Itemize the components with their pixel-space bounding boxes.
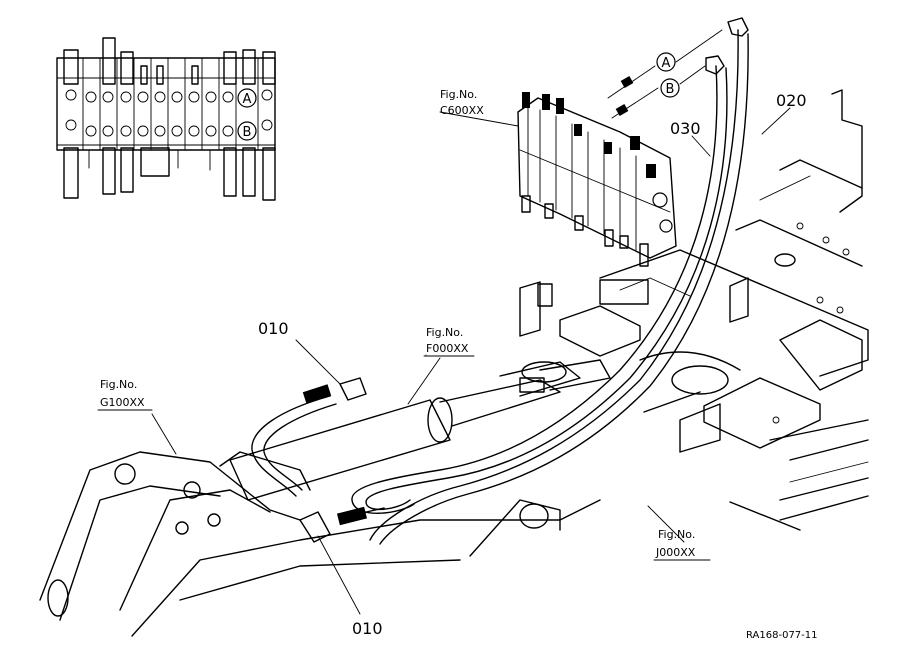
inset-port-a-label: A xyxy=(243,92,252,107)
callout-010-bottom: 010 xyxy=(352,619,383,638)
frame-structure xyxy=(519,89,869,531)
fig-ref-c600-line2: C600XX xyxy=(440,104,484,117)
hose-port-a-label: A xyxy=(662,56,671,71)
fig-ref-g100-line2: G100XX xyxy=(100,396,145,409)
boom-structure xyxy=(39,451,601,637)
hose-020 xyxy=(369,29,749,545)
hose-030 xyxy=(351,65,728,514)
fig-ref-f000: Fig.No. F000XX xyxy=(423,326,475,357)
fig-ref-f000-line2: F000XX xyxy=(426,342,469,355)
control-valve-assembly xyxy=(517,92,677,267)
callout-020: 020 xyxy=(776,91,807,110)
fig-ref-c600: Fig.No. C600XX xyxy=(440,88,484,117)
control-valve-inset: A B xyxy=(56,37,276,201)
fig-ref-g100-line1: Fig.No. xyxy=(100,378,137,391)
fig-ref-j000-line1: Fig.No. xyxy=(658,528,695,541)
hose-port-b-marker: B xyxy=(660,78,680,98)
inset-port-a-marker: A xyxy=(237,88,257,108)
fig-ref-f000-line1: Fig.No. xyxy=(426,326,463,339)
inset-port-b-label: B xyxy=(243,125,252,140)
hydraulic-cylinder xyxy=(229,359,611,501)
callout-030: 030 xyxy=(670,119,701,138)
leader-lines xyxy=(151,107,791,615)
inset-port-b-marker: B xyxy=(237,121,257,141)
drawing-number: RA168-077-11 xyxy=(746,630,818,641)
fig-ref-g100: Fig.No. G100XX xyxy=(97,378,153,411)
port-fittings: A B xyxy=(607,17,749,119)
fig-ref-j000: Fig.No. J000XX xyxy=(653,528,711,561)
hose-port-a-marker: A xyxy=(656,52,676,72)
hose-port-b-label: B xyxy=(666,82,675,97)
hose-010-bottom xyxy=(299,506,385,543)
callout-010-top: 010 xyxy=(258,319,289,338)
fig-ref-c600-line1: Fig.No. xyxy=(440,88,477,101)
hose-010-top xyxy=(251,377,367,497)
fig-ref-j000-line2: J000XX xyxy=(655,546,696,559)
